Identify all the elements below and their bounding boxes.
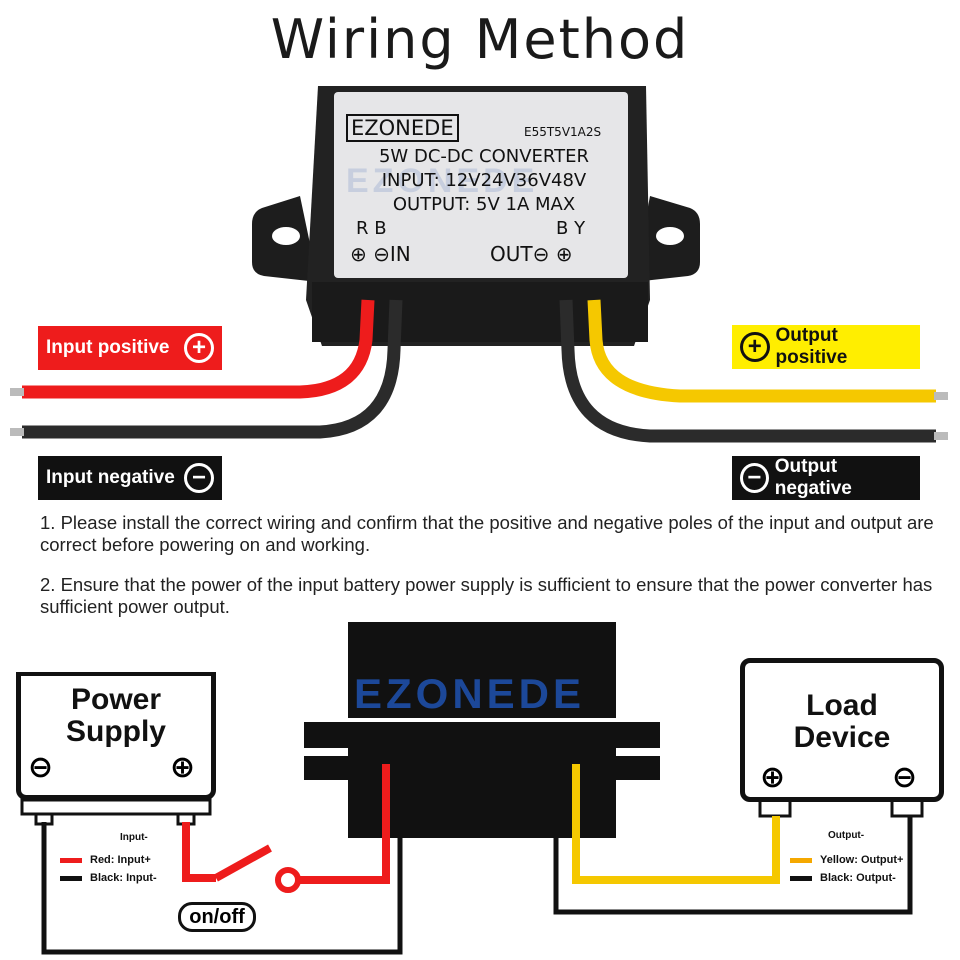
wire-input-positive: [22, 299, 375, 399]
minus-icon: −: [184, 463, 214, 493]
note-2: 2. Ensure that the power of the input ba…: [40, 574, 933, 617]
diagram-wire-black-in: [41, 764, 403, 955]
tag-output-negative-text: Output negative: [774, 456, 852, 499]
input-heading: Input-: [120, 832, 148, 843]
tag-input-positive-text: Input positive: [46, 337, 170, 358]
tag-input-negative: Input negative −: [38, 456, 222, 500]
module-line-3: OUTPUT: 5V 1A MAX: [392, 194, 576, 215]
tag-input-positive: Input positive +: [38, 326, 222, 370]
power-supply-box: [16, 660, 216, 800]
diagram-wire-red-in: [182, 822, 216, 882]
module-rb: R B: [356, 218, 387, 239]
diagram-converter-top: [348, 622, 616, 718]
diagram-switch-contact: [275, 867, 301, 893]
load-device-label: Load Device: [793, 689, 891, 754]
legend-output-yellow-text: Yellow: Output+: [820, 854, 904, 866]
module-by: B Y: [556, 218, 586, 239]
tag-input-negative-text: Input negative: [46, 467, 175, 488]
module-line-1: 5W DC-DC CONVERTER: [378, 146, 589, 167]
plus-icon: +: [740, 332, 770, 362]
converter-logo: EZONEDE: [354, 670, 586, 717]
diagram-converter-ears: [304, 722, 660, 748]
power-supply-label: Power Supply: [65, 683, 166, 748]
minus-icon: ⊖: [28, 751, 54, 784]
power-supply-lid: [16, 660, 216, 676]
note-1: 1. Please install the correct wiring and…: [40, 512, 934, 555]
page-title: Wiring Method: [270, 8, 690, 71]
label-watermark: EZONEDE: [346, 162, 539, 200]
legend-output-black-text: Black: Output-: [820, 872, 896, 884]
module-label: [334, 92, 628, 278]
module-line-2: INPUT: 12V24V36V48V: [381, 170, 587, 191]
legend-input-black: Black: Input-: [60, 872, 157, 884]
diagram-wire-yellow-out: [572, 764, 780, 884]
tag-output-negative: − Output negative: [732, 456, 920, 500]
module-model: E55T5V1A2S: [524, 125, 602, 139]
legend-input-red-text: Red: Input+: [90, 854, 151, 866]
wire-input-negative: [22, 299, 403, 439]
minus-icon: ⊖: [892, 761, 918, 794]
wire-output-positive: [587, 299, 936, 403]
diagram-converter-bottom: [348, 748, 616, 838]
module-in: ⊕ ⊖IN: [350, 242, 411, 266]
plus-icon: ⊕: [760, 761, 786, 794]
module-brand: EZONEDE: [346, 114, 459, 142]
legend-output-black: Black: Output-: [790, 872, 896, 884]
diagram-switch-lever: [214, 844, 272, 882]
plus-icon: +: [184, 333, 214, 363]
legend-input-black-text: Black: Input-: [90, 872, 157, 884]
tag-output-positive: + Output positive: [732, 325, 920, 369]
legend-output-yellow: Yellow: Output+: [790, 854, 903, 866]
tag-output-positive-text: Output positive: [775, 325, 848, 368]
switch-label: on/off: [178, 902, 256, 932]
plus-icon: ⊕: [170, 751, 196, 784]
load-device-box: [740, 658, 944, 802]
wire-output-negative: [559, 299, 936, 443]
diagram-wire-black-out: [553, 764, 913, 915]
legend-input-red: Red: Input+: [60, 854, 151, 866]
output-heading: Output-: [828, 830, 865, 841]
module-out: OUT⊖ ⊕: [490, 242, 573, 266]
minus-icon: −: [740, 463, 769, 493]
